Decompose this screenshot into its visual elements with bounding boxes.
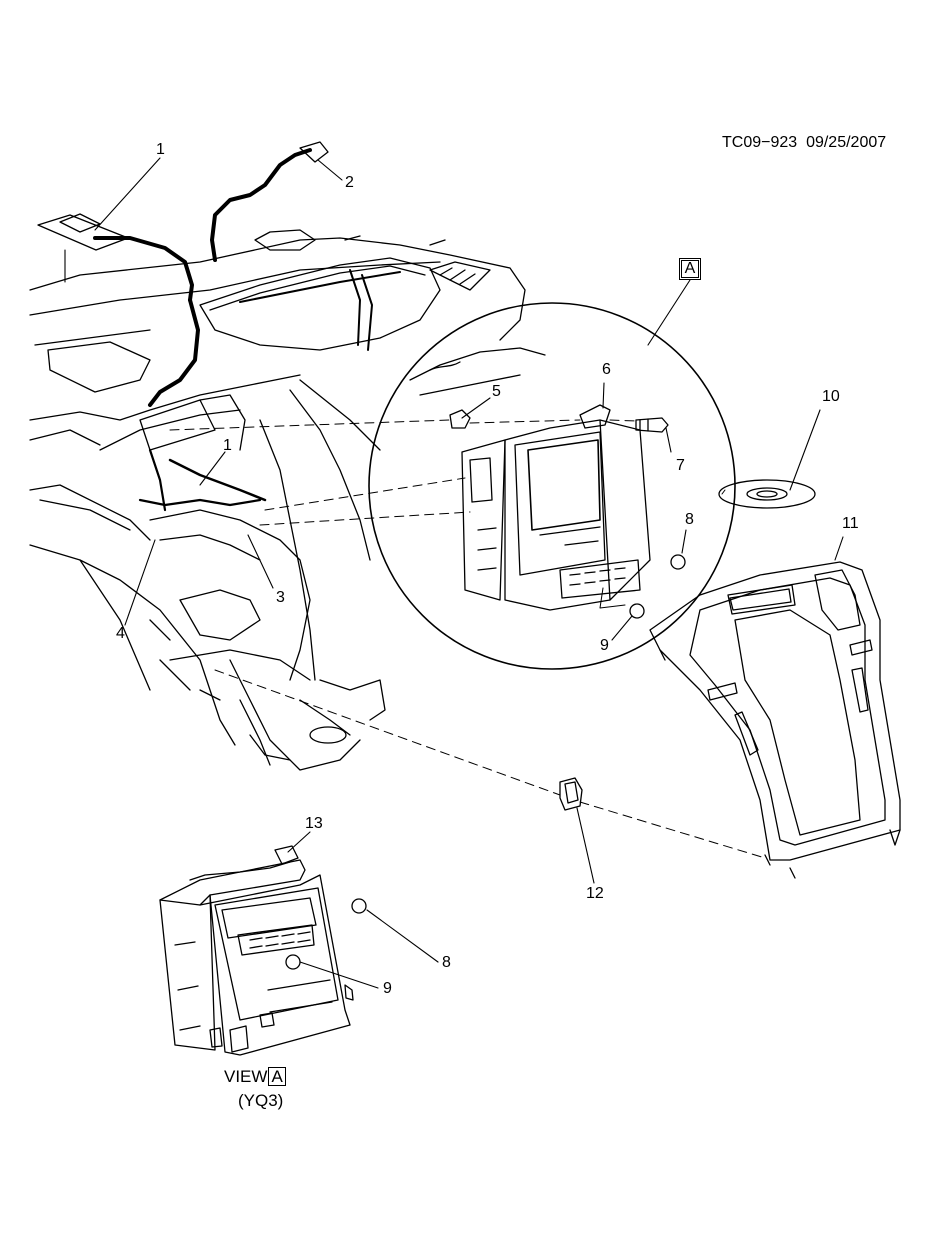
callout-8-bottom: 8 <box>442 954 451 971</box>
callout-7: 7 <box>676 457 685 474</box>
document-id: TC09−923 <box>722 134 798 151</box>
leader-lines <box>64 157 844 989</box>
view-a-reference-box: A <box>679 258 701 280</box>
document-date: 09/25/2007 <box>806 134 887 151</box>
callout-3: 3 <box>276 589 285 606</box>
view-a-letter: A <box>681 260 699 278</box>
callout-2: 2 <box>345 174 354 191</box>
clip-12 <box>559 777 583 811</box>
disc-10 <box>718 479 816 509</box>
callout-8-top: 8 <box>685 511 694 528</box>
callout-5: 5 <box>492 383 501 400</box>
view-option-code: (YQ3) <box>238 1091 284 1110</box>
detail-circle-a <box>368 302 736 670</box>
view-box-letter: A <box>268 1067 286 1086</box>
view-word: VIEW <box>224 1067 268 1086</box>
callout-1-top: 1 <box>156 141 165 158</box>
callout-9-top: 9 <box>600 637 609 654</box>
callout-11: 11 <box>842 515 859 532</box>
callout-1-mid: 1 <box>223 437 232 454</box>
document-id-and-date: TC09−923 09/25/2007 <box>722 134 886 152</box>
callout-4: 4 <box>116 625 125 642</box>
antenna-cable-2 <box>210 141 329 262</box>
radio-view-a <box>159 845 367 1056</box>
callout-12: 12 <box>586 885 604 902</box>
trim-plate-11 <box>649 561 901 879</box>
instrument-panel <box>29 229 526 771</box>
callout-6: 6 <box>602 361 611 378</box>
assembly-dashed-lines <box>169 419 766 859</box>
harness-1-top <box>37 213 200 407</box>
callout-13: 13 <box>305 815 323 832</box>
callout-10: 10 <box>822 388 840 405</box>
callout-9-bottom: 9 <box>383 980 392 997</box>
